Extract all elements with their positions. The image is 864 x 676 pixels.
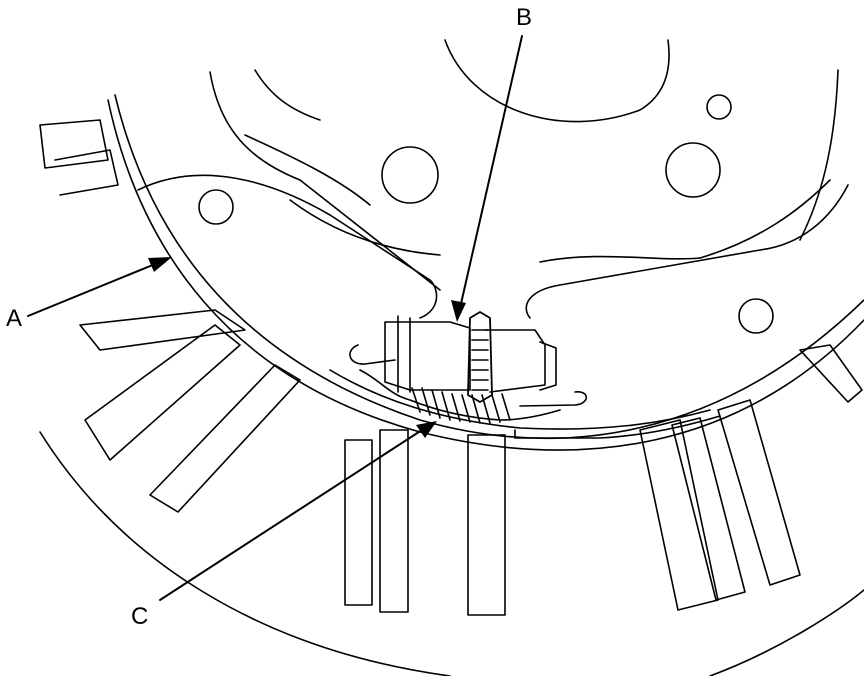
adjuster-assembly (349, 311, 588, 421)
callout-label-b: B (516, 4, 533, 31)
callout-label-a: A (6, 305, 23, 332)
arrowheads (148, 257, 466, 438)
arrowhead-b (451, 300, 466, 322)
backing-plate-slots (39, 119, 863, 616)
callout-label-c: C (131, 603, 149, 630)
arrowhead-c (416, 421, 437, 438)
leader-a (27, 261, 161, 317)
backing-plate (39, 94, 864, 676)
shoe-lower-edge (329, 369, 721, 439)
hub-assembly (209, 39, 839, 291)
leader-b (459, 35, 523, 309)
arrowhead-a (148, 257, 172, 272)
star-wheel (411, 387, 511, 424)
leader-c (159, 427, 426, 601)
brake-shoe (137, 174, 849, 334)
callout-leaders (27, 35, 523, 601)
